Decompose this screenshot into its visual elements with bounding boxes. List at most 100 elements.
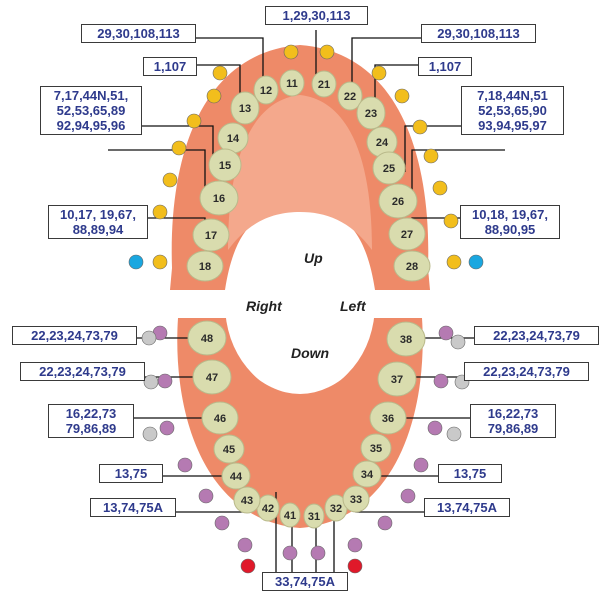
label-l-left-48: 22,23,24,73,79 xyxy=(12,326,137,345)
tooth-number: 21 xyxy=(318,79,330,91)
tooth-number: 25 xyxy=(383,163,395,175)
tooth-44: 44 xyxy=(222,463,250,489)
purple-marker-dot xyxy=(378,516,392,530)
tooth-number: 35 xyxy=(370,443,382,455)
red-marker-dot xyxy=(348,559,362,573)
gray-marker-dot xyxy=(144,375,158,389)
tooth-36: 36 xyxy=(370,402,406,434)
direction-right: Right xyxy=(246,298,282,314)
tooth-16: 16 xyxy=(200,181,238,215)
tooth-23: 23 xyxy=(357,97,385,129)
tooth-26: 26 xyxy=(379,184,417,218)
purple-marker-dot xyxy=(439,326,453,340)
tooth-number: 42 xyxy=(262,503,274,515)
yellow-marker-dot xyxy=(444,214,458,228)
purple-marker-dot xyxy=(311,546,325,560)
tooth-number: 17 xyxy=(205,230,217,242)
label-u-left-block: 7,17,44N,51, 52,53,65,89 92,94,95,96 xyxy=(40,86,142,135)
tooth-33: 33 xyxy=(343,486,369,512)
label-u-left-low: 10,17, 19,67, 88,89,94 xyxy=(48,205,148,239)
purple-marker-dot xyxy=(428,421,442,435)
blue-marker-dot xyxy=(469,255,483,269)
yellow-marker-dot xyxy=(447,255,461,269)
tooth-number: 22 xyxy=(344,91,356,103)
yellow-marker-dot xyxy=(207,89,221,103)
tooth-number: 45 xyxy=(223,444,235,456)
tooth-number: 46 xyxy=(214,413,226,425)
tooth-number: 28 xyxy=(406,261,418,273)
yellow-marker-dot xyxy=(213,66,227,80)
yellow-marker-dot xyxy=(163,173,177,187)
label-u-left-1107: 1,107 xyxy=(143,57,197,76)
purple-marker-dot xyxy=(199,489,213,503)
purple-marker-dot xyxy=(414,458,428,472)
direction-down: Down xyxy=(291,345,329,361)
yellow-marker-dot xyxy=(424,149,438,163)
tooth-17: 17 xyxy=(193,219,229,251)
label-l-left-46: 16,22,73 79,86,89 xyxy=(48,404,134,438)
yellow-marker-dot xyxy=(395,89,409,103)
tooth-number: 34 xyxy=(361,469,374,481)
gray-marker-dot xyxy=(451,335,465,349)
tooth-number: 32 xyxy=(330,503,342,515)
tooth-number: 24 xyxy=(376,137,389,149)
tooth-number: 36 xyxy=(382,413,394,425)
purple-marker-dot xyxy=(215,516,229,530)
label-l-left-47: 22,23,24,73,79 xyxy=(20,362,145,381)
tooth-45: 45 xyxy=(214,435,244,463)
label-bottom-center: 33,74,75A xyxy=(262,572,348,591)
tooth-number: 38 xyxy=(400,334,412,346)
tooth-21: 21 xyxy=(312,71,336,97)
direction-up: Up xyxy=(304,250,323,266)
tooth-number: 26 xyxy=(392,196,404,208)
tooth-14: 14 xyxy=(218,123,248,153)
tooth-number: 44 xyxy=(230,471,243,483)
gray-marker-dot xyxy=(447,427,461,441)
label-top-left: 29,30,108,113 xyxy=(81,24,196,43)
tooth-35: 35 xyxy=(361,434,391,462)
tooth-27: 27 xyxy=(389,218,425,250)
tooth-number: 27 xyxy=(401,229,413,241)
tooth-number: 41 xyxy=(284,510,296,522)
red-marker-dot xyxy=(241,559,255,573)
tooth-25: 25 xyxy=(373,152,405,184)
yellow-marker-dot xyxy=(372,66,386,80)
label-l-right-38: 22,23,24,73,79 xyxy=(474,326,599,345)
label-top-right: 29,30,108,113 xyxy=(421,24,536,43)
tooth-number: 11 xyxy=(286,78,298,90)
tooth-number: 23 xyxy=(365,108,377,120)
label-l-right-34: 13,75 xyxy=(438,464,502,483)
yellow-marker-dot xyxy=(153,205,167,219)
tooth-number: 13 xyxy=(239,103,251,115)
gray-marker-dot xyxy=(142,331,156,345)
label-l-left-44: 13,75 xyxy=(99,464,163,483)
purple-marker-dot xyxy=(178,458,192,472)
label-l-right-37: 22,23,24,73,79 xyxy=(464,362,589,381)
tooth-13: 13 xyxy=(231,92,259,124)
tooth-number: 47 xyxy=(206,372,218,384)
purple-marker-dot xyxy=(160,421,174,435)
tooth-46: 46 xyxy=(202,402,238,434)
gray-marker-dot xyxy=(143,427,157,441)
label-u-right-block: 7,18,44N,51 52,53,65,90 93,94,95,97 xyxy=(461,86,564,135)
yellow-marker-dot xyxy=(433,181,447,195)
tooth-number: 43 xyxy=(241,495,253,507)
tooth-38: 38 xyxy=(387,322,425,356)
tooth-number: 18 xyxy=(199,261,211,273)
label-u-right-1107: 1,107 xyxy=(418,57,472,76)
tooth-number: 14 xyxy=(227,133,240,145)
tooth-number: 12 xyxy=(260,85,272,97)
tooth-15: 15 xyxy=(209,149,241,181)
tooth-number: 31 xyxy=(308,511,320,523)
label-l-right-36: 16,22,73 79,86,89 xyxy=(470,404,556,438)
tooth-31: 31 xyxy=(304,504,324,528)
blue-marker-dot xyxy=(129,255,143,269)
tooth-number: 15 xyxy=(219,160,231,172)
tooth-34: 34 xyxy=(353,461,381,487)
yellow-marker-dot xyxy=(153,255,167,269)
yellow-marker-dot xyxy=(172,141,186,155)
purple-marker-dot xyxy=(401,489,415,503)
tooth-18: 18 xyxy=(187,251,223,281)
yellow-marker-dot xyxy=(187,114,201,128)
